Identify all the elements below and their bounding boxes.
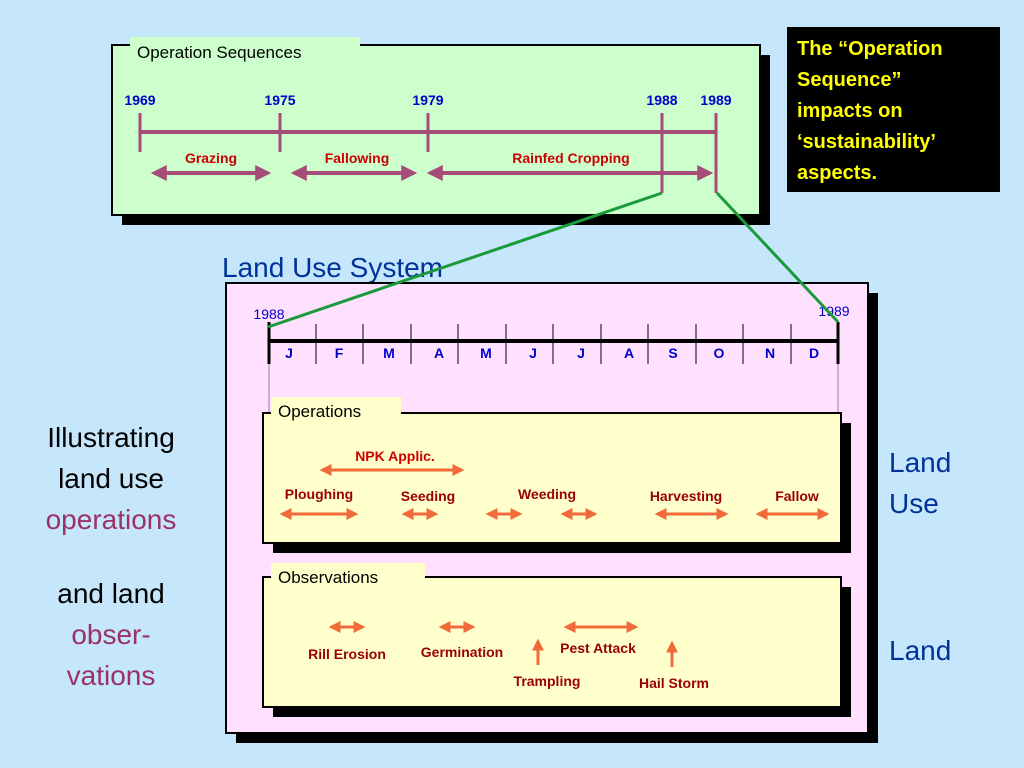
year-label-1988: 1988 xyxy=(646,92,677,108)
operations-panel: Operations NPK Applic. Ploughing Seeding… xyxy=(262,397,851,553)
left-caption: Illustrating land use operations and lan… xyxy=(46,422,177,691)
calendar-end-year: 1989 xyxy=(818,303,849,319)
month-label: M xyxy=(480,345,492,361)
note-line-1: The “Operation xyxy=(797,38,943,60)
month-label: F xyxy=(335,345,344,361)
operation-sequences-title-bg xyxy=(130,37,360,63)
observations-box xyxy=(262,576,842,708)
observations-title: Observations xyxy=(278,568,378,587)
year-label-1969: 1969 xyxy=(124,92,155,108)
ploughing-label: Ploughing xyxy=(285,486,353,502)
fallow-label: Fallow xyxy=(775,488,819,504)
rainfed-cropping-label: Rainfed Cropping xyxy=(512,150,629,166)
calendar-start-year: 1988 xyxy=(253,306,284,322)
month-label: J xyxy=(577,345,585,361)
operation-sequences-title: Operation Sequences xyxy=(137,43,301,62)
month-label: D xyxy=(809,345,819,361)
note-line-2: Sequence” xyxy=(797,69,901,91)
operation-sequences-panel: Operation Sequences 1969 1975 1979 1988 … xyxy=(111,37,770,225)
pest-attack-label: Pest Attack xyxy=(560,640,636,656)
germination-label: Germination xyxy=(421,644,503,660)
harvesting-label: Harvesting xyxy=(650,488,722,504)
npk-application-label: NPK Applic. xyxy=(355,448,435,464)
month-label: A xyxy=(624,345,634,361)
observations-panel: Observations Rill Erosion Germination Pe… xyxy=(262,563,851,717)
note-line-3: impacts on xyxy=(797,100,903,122)
land-use-system-title: Land Use System xyxy=(222,252,443,283)
right-label-land-use-line-1: Land xyxy=(889,447,951,478)
trampling-label: Trampling xyxy=(514,673,581,689)
operations-title: Operations xyxy=(278,402,361,421)
land-use-system-panel: 1988 1989 J F M A M J J A S O N D xyxy=(225,282,878,743)
hail-storm-label: Hail Storm xyxy=(639,675,709,691)
rill-erosion-label: Rill Erosion xyxy=(308,646,386,662)
year-label-1979: 1979 xyxy=(412,92,443,108)
observations-title-bg xyxy=(271,563,425,589)
zoom-connector-right xyxy=(715,191,840,324)
right-label-land-use-line-2: Use xyxy=(889,488,939,519)
year-label-1989: 1989 xyxy=(700,92,731,108)
note-box-background xyxy=(787,27,1000,192)
caption-line-5: obser- xyxy=(71,619,150,650)
caption-line-2: land use xyxy=(58,463,164,494)
seeding-label: Seeding xyxy=(401,488,455,504)
grazing-label: Grazing xyxy=(185,150,237,166)
operations-box xyxy=(262,412,842,544)
month-label: J xyxy=(529,345,537,361)
year-label-1975: 1975 xyxy=(264,92,295,108)
note-box: The “Operation Sequence” impacts on ‘sus… xyxy=(787,27,1000,192)
caption-line-4: and land xyxy=(57,578,164,609)
note-line-5: aspects. xyxy=(797,162,877,184)
month-label: J xyxy=(285,345,293,361)
caption-line-3: operations xyxy=(46,504,177,535)
month-label: O xyxy=(714,345,725,361)
operations-title-bg xyxy=(271,397,401,423)
month-label: M xyxy=(383,345,395,361)
note-line-4: ‘sustainability’ xyxy=(797,131,936,153)
right-label-land: Land xyxy=(889,635,951,666)
month-label: N xyxy=(765,345,775,361)
weeding-label: Weeding xyxy=(518,486,576,502)
fallowing-label: Fallowing xyxy=(325,150,390,166)
month-label: A xyxy=(434,345,444,361)
zoom-connector-left xyxy=(267,191,663,329)
caption-line-6: vations xyxy=(67,660,156,691)
caption-line-1: Illustrating xyxy=(47,422,175,453)
month-label: S xyxy=(668,345,677,361)
